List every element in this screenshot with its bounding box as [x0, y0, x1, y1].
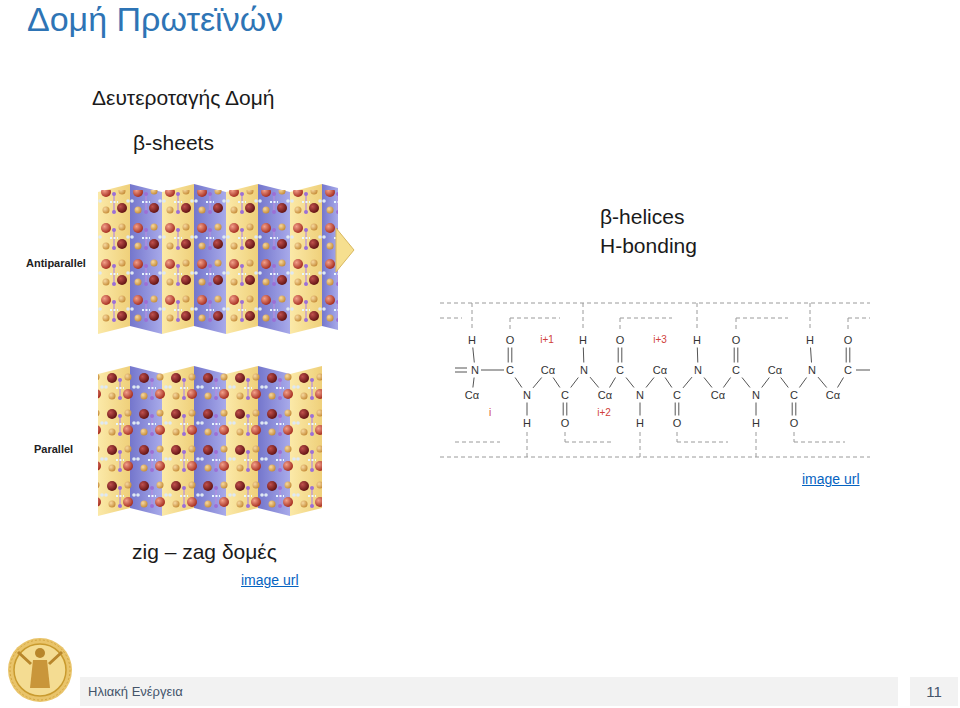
atom-symbol: N: [808, 365, 816, 376]
antiparallel-sheet: [98, 184, 354, 334]
atom-symbol: N: [523, 390, 531, 401]
bond-line: [762, 378, 770, 388]
atom-symbol: O: [790, 418, 799, 429]
atom-symbol: C: [561, 390, 569, 401]
atom-symbol: O: [844, 335, 853, 346]
section-label: β-helices: [600, 205, 684, 229]
atom-symbol: C: [790, 390, 798, 401]
bond-line: [621, 348, 622, 363]
bond-line: [508, 348, 509, 363]
bond-line: [473, 378, 474, 388]
atom-symbol: H: [636, 418, 644, 429]
bond-line: [553, 378, 560, 388]
bond-line: [590, 377, 599, 387]
bond-line: [799, 378, 806, 388]
section-label: zig – zag δομές: [132, 540, 277, 564]
bond-line: [704, 378, 712, 388]
sheet-type-label: Antiparallel: [26, 257, 86, 270]
university-logo: [8, 638, 72, 702]
bond-line: [756, 403, 757, 416]
atom-symbol: H: [468, 335, 476, 346]
bond-line: [646, 378, 654, 388]
atom-symbol: C: [844, 365, 852, 376]
atom-symbol: N: [471, 365, 479, 376]
bond-line: [737, 348, 738, 363]
residue-index: i+3: [653, 335, 667, 345]
atom-symbol: C: [616, 365, 624, 376]
atom-symbol: H: [693, 335, 701, 346]
atom-symbol: H: [579, 335, 587, 346]
footer-text: Ηλιακή Ενέργεια: [88, 684, 183, 699]
bond-line: [742, 378, 750, 388]
bond-line: [571, 378, 579, 388]
image-link: image url: [241, 572, 299, 588]
bond-line: [583, 348, 585, 363]
bond-line: [683, 377, 692, 388]
atom-symbol: O: [732, 335, 741, 346]
bond-line: [618, 348, 619, 363]
atom-symbol: O: [673, 418, 682, 429]
atom-symbol: Cα: [653, 365, 667, 376]
residue-index: i+2: [597, 408, 611, 418]
section-label: H-bonding: [600, 234, 697, 258]
page-number: 11: [926, 683, 942, 700]
bond-line: [665, 378, 672, 388]
image-link: image url: [802, 471, 860, 487]
atom-symbol: N: [752, 390, 760, 401]
bond-line: [610, 378, 616, 388]
residue-index: i: [489, 408, 491, 418]
residue-index: i+1: [540, 335, 554, 345]
parallel-sheet: [98, 366, 322, 516]
atom-symbol: Cα: [826, 390, 840, 401]
atom-symbol: Cα: [465, 390, 479, 401]
atom-symbol: O: [506, 335, 515, 346]
page-number-box: 11: [910, 677, 958, 706]
atom-symbol: Cα: [541, 365, 555, 376]
section-label: β-sheets: [133, 131, 214, 155]
atom-symbol: H: [523, 418, 531, 429]
bond-line: [626, 378, 634, 388]
bond-line: [811, 348, 812, 363]
bond-line: [675, 403, 676, 416]
bond-line: [818, 377, 827, 387]
bond-line: [838, 378, 844, 388]
bond-line: [697, 348, 699, 363]
atom-symbol: Cα: [711, 390, 725, 401]
bond-line: [795, 403, 796, 416]
footer-band: Ηλιακή Ενέργεια: [80, 677, 898, 706]
atom-symbol: Cα: [768, 365, 782, 376]
atom-symbol: O: [561, 418, 570, 429]
atom-symbol: H: [752, 418, 760, 429]
bond-line: [781, 378, 789, 388]
bond-line: [678, 403, 679, 416]
atom-symbol: N: [580, 365, 588, 376]
bond-line: [473, 348, 475, 363]
atom-symbol: C: [673, 390, 681, 401]
bond-line: [563, 403, 564, 416]
atom-symbol: Cα: [598, 390, 612, 401]
bond-line: [533, 378, 542, 388]
bond-line: [640, 403, 641, 416]
bond-line: [527, 403, 528, 416]
hbond-lines: [440, 303, 870, 457]
bond-line: [792, 403, 793, 416]
atom-symbol: N: [694, 365, 702, 376]
atom-symbol: H: [806, 335, 814, 346]
bond-line: [849, 348, 850, 363]
bond-line: [846, 348, 847, 363]
atom-symbol: N: [636, 390, 644, 401]
bond-line: [511, 348, 512, 363]
bond-line: [734, 348, 735, 363]
subheading: Δευτεροταγής Δομή: [92, 86, 274, 110]
slide-title: Δομή Πρωτεϊνών: [27, 0, 283, 39]
bond-line: [515, 378, 522, 388]
atom-symbol: C: [732, 365, 740, 376]
bond-line: [566, 403, 567, 416]
bond-line: [723, 378, 730, 388]
bond-line: [481, 370, 504, 371]
atom-symbol: O: [616, 335, 625, 346]
atom-symbol: C: [506, 365, 514, 376]
sheet-type-label: Parallel: [34, 443, 73, 456]
